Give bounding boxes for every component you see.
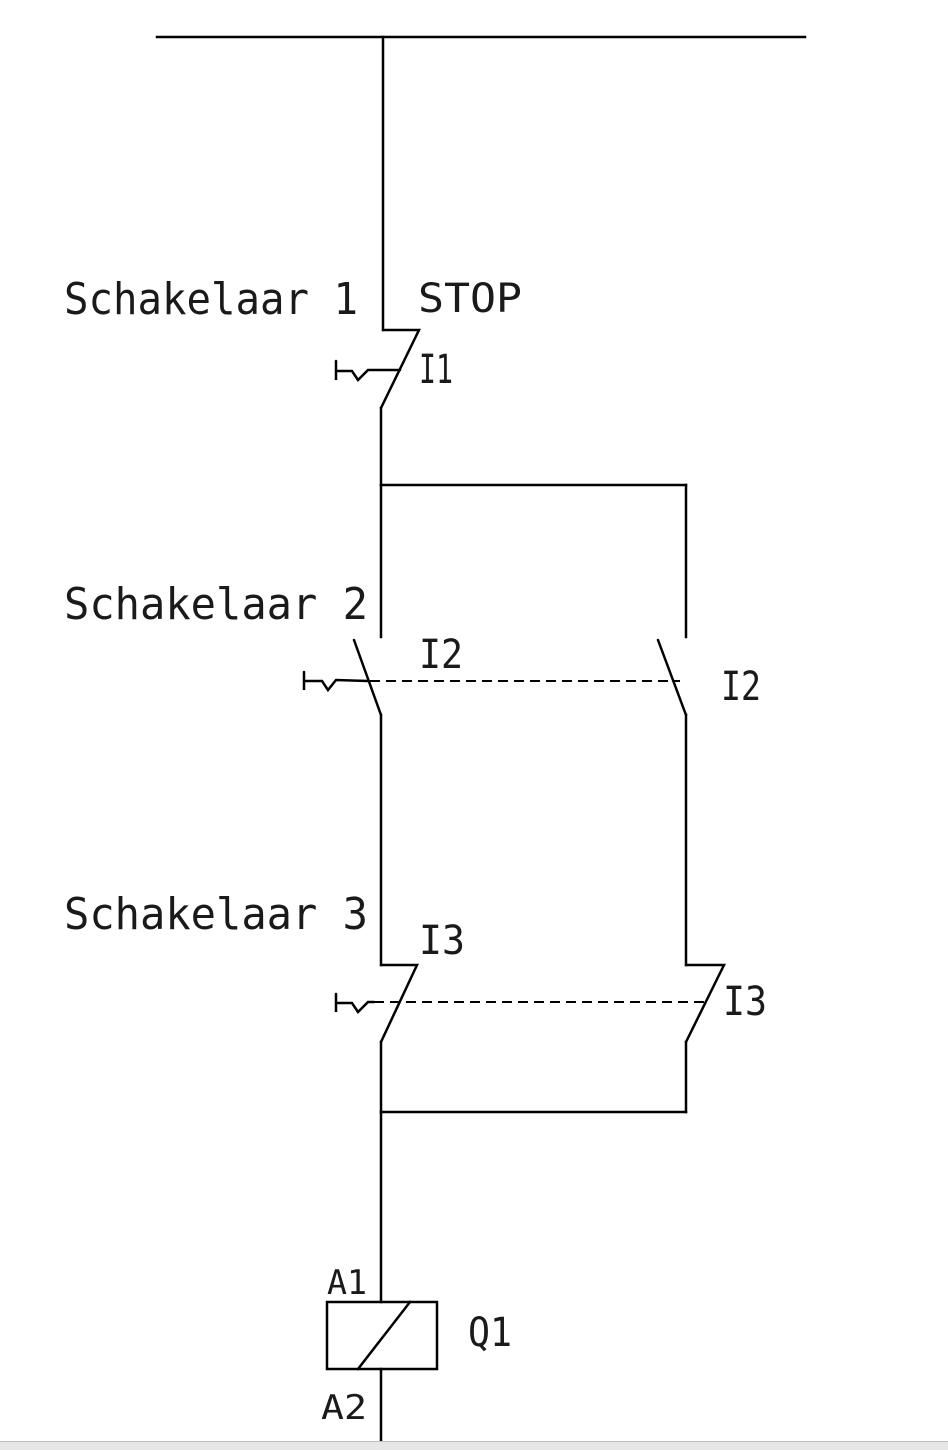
coil-terminal-a2: A2 bbox=[321, 1388, 367, 1428]
bottom-edge-bar bbox=[0, 1441, 948, 1450]
switch-3-nc-contacts bbox=[334, 963, 727, 1044]
switch-2-label: Schakelaar 2 bbox=[64, 579, 368, 630]
switch-1-tag-i1: I1 bbox=[419, 347, 453, 393]
switch-3-label: Schakelaar 3 bbox=[64, 889, 368, 940]
coil-q1 bbox=[325, 1300, 439, 1371]
switch-1-label: Schakelaar 1 bbox=[64, 274, 358, 325]
switch-1-nc-contact bbox=[334, 328, 421, 487]
coil-terminal-a1: A1 bbox=[327, 1263, 367, 1303]
switch-3-tag-right: I3 bbox=[723, 979, 767, 1025]
switch-2-tag-left: I2 bbox=[419, 632, 463, 678]
switch-1-tag-stop: STOP bbox=[418, 276, 522, 322]
switch-2-tag-right: I2 bbox=[721, 664, 761, 710]
switch-2-no-contacts bbox=[302, 638, 688, 717]
switch-3-tag-left: I3 bbox=[419, 918, 465, 964]
coil-name-q1: Q1 bbox=[468, 1310, 512, 1356]
